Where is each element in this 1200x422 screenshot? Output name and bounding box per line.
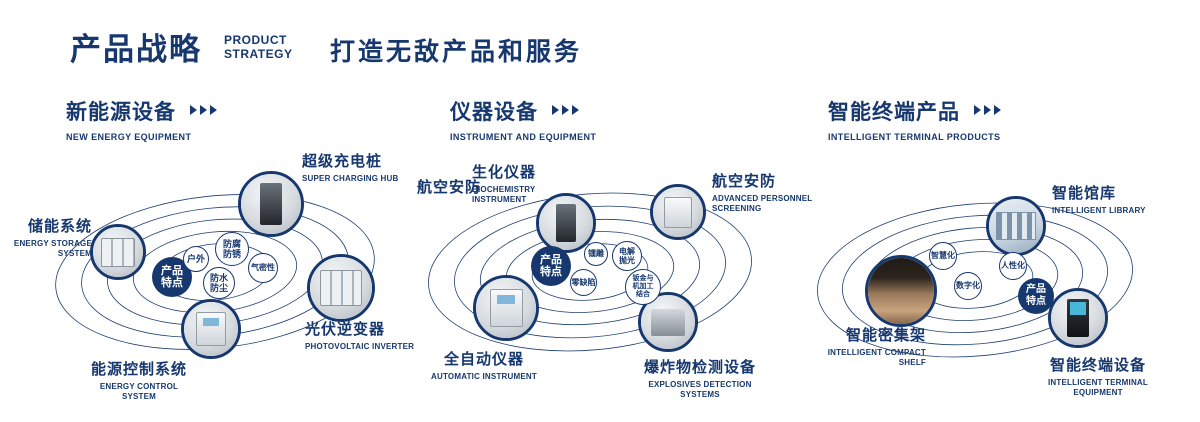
section-title: 智能终端产品 [828,101,960,124]
page-slogan: 打造无敌产品和服务 [330,38,583,66]
product-name: 生化仪器 [472,164,537,181]
photo-biochemistry-instrument [536,193,596,253]
section-header-instruments: 仪器设备 INSTRUMENT AND EQUIPMENT [450,96,596,142]
product-name-en: ADVANCED PERSONNEL SCREENING [712,194,813,213]
product-name-en: PHOTOVOLTAIC INVERTER [305,342,415,351]
page-title: 产品战略 [70,32,202,67]
product-name-en: ENERGY STORAGE SYSTEM [13,239,92,258]
section-title-en: INSTRUMENT AND EQUIPMENT [450,132,597,142]
label-intelligent-compact-shelf: 智能密集架 INTELLIGENT COMPACT SHELF [826,324,926,368]
section-header-new-energy: 新能源设备 NEW ENERGY EQUIPMENT [66,96,220,142]
page-title-en: PRODUCT STRATEGY [224,33,292,61]
triple-chevron-icon [552,102,582,120]
product-name-en: EXPLOSIVES DETECTION SYSTEMS [648,380,752,399]
photo-intelligent-terminal-equipment [1048,288,1108,348]
feature-bubble-laser-engraving: 镭雕 [584,242,608,266]
feature-bubble-zero-defect: 零缺陷 [570,269,597,296]
photo-intelligent-compact-shelf [865,255,937,327]
equipment-photo [184,302,238,356]
product-name: 储能系统 [27,218,92,235]
equipment-photo [310,257,372,319]
product-name: 智能终端设备 [1049,357,1146,374]
section-title-en: INTELLIGENT TERMINAL PRODUCTS [828,132,1001,142]
photo-advanced-personnel-screening [650,184,706,240]
product-name: 光伏逆变器 [305,321,386,338]
equipment-photo [1051,291,1105,345]
equipment-photo [241,174,301,234]
feature-bubble-electropolishing: 电解抛光 [612,241,642,271]
product-features-badge: 产品特点 [152,257,192,297]
equipment-photo [641,295,695,349]
label-energy-storage-system: 储能系统 ENERGY STORAGE SYSTEM [12,215,92,259]
photo-super-charging-hub [238,171,304,237]
label-intelligent-library: 智能馆库 INTELLIGENT LIBRARY [1052,182,1162,216]
product-name: 爆炸物检测设备 [643,359,756,376]
product-name: 超级充电桩 [302,153,383,170]
feature-bubble-waterproof: 防水防尘 [203,267,235,299]
feature-bubble-digital: 数字化 [954,272,982,300]
triple-chevron-icon [190,102,220,120]
product-name-en: SUPER CHARGING HUB [302,174,399,183]
product-features-badge: 产品特点 [1018,278,1054,314]
feature-bubble-smart: 智慧化 [929,242,957,270]
section-title: 仪器设备 [450,101,538,124]
label-intelligent-terminal-equipment: 智能终端设备 INTELLIGENT TERMINAL EQUIPMENT [1030,354,1166,398]
product-name-en: INTELLIGENT TERMINAL EQUIPMENT [1048,378,1148,397]
page-title-en-line1: PRODUCT [224,33,287,47]
triple-chevron-icon [974,102,1004,120]
equipment-photo [989,199,1043,253]
equipment-photo [93,227,143,277]
product-name-en: ENERGY CONTROL SYSTEM [99,382,179,401]
product-name-en: BIOCHEMISTRY INSTRUMENT [472,185,536,204]
product-name-en: AUTOMATIC INSTRUMENT [431,372,537,381]
feature-bubble-humanized: 人性化 [999,252,1027,280]
equipment-photo [539,196,593,250]
label-automatic-instrument: 全自动仪器 AUTOMATIC INSTRUMENT [430,348,538,382]
label-energy-control-system: 能源控制系统 ENERGY CONTROL SYSTEM [85,358,193,402]
photo-photovoltaic-inverter [307,254,375,322]
photo-intelligent-library [986,196,1046,256]
product-features-badge: 产品特点 [531,246,571,286]
label-explosives-detection: 爆炸物检测设备 EXPLOSIVES DETECTION SYSTEMS [636,356,764,400]
label-super-charging-hub: 超级充电桩 SUPER CHARGING HUB [302,150,422,184]
equipment-photo [653,187,703,237]
section-title: 新能源设备 [66,101,176,124]
feature-bubble-airtight: 气密性 [248,253,278,283]
label-advanced-personnel-screening: 航空安防 ADVANCED PERSONNEL SCREENING [712,170,824,214]
label-aviation-security: 航空安防 [417,179,482,196]
product-name: 智能馆库 [1052,185,1117,202]
feature-bubble-outdoor: 户外 [183,246,209,272]
equipment-photo [476,278,536,338]
product-name: 航空安防 [712,173,777,190]
feature-bubble-anticorrosion: 防腐防锈 [215,232,249,266]
product-name-en: INTELLIGENT LIBRARY [1052,206,1146,215]
product-name: 智能密集架 [845,327,926,344]
label-photovoltaic-inverter: 光伏逆变器 PHOTOVOLTAIC INVERTER [305,318,415,352]
photo-automatic-instrument [473,275,539,341]
photo-explosives-detection [638,292,698,352]
section-header-intelligent-terminal: 智能终端产品 INTELLIGENT TERMINAL PRODUCTS [828,96,1004,142]
section-title-en: NEW ENERGY EQUIPMENT [66,132,192,142]
equipment-photo [868,258,934,324]
product-name: 全自动仪器 [443,351,524,368]
label-biochemistry-instrument: 生化仪器 BIOCHEMISTRY INSTRUMENT [472,161,592,205]
product-name: 能源控制系统 [90,361,187,378]
product-name-en: INTELLIGENT COMPACT SHELF [827,348,926,367]
photo-energy-control-system [181,299,241,359]
page-title-en-line2: STRATEGY [224,47,293,61]
photo-energy-storage-system [90,224,146,280]
feature-bubble-sheetmetal-machining: 钣金与机加工结合 [625,269,661,305]
